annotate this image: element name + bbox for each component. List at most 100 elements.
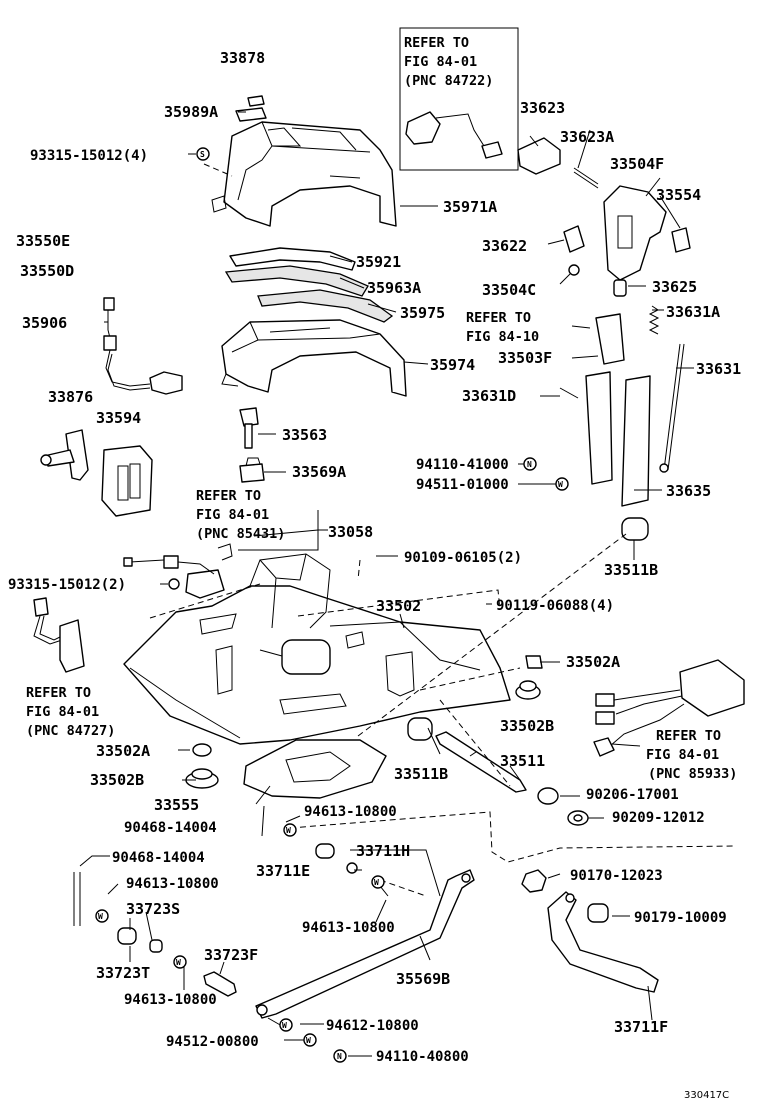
label-94110-41000: 94110-41000 (416, 457, 509, 473)
refer-85431-line1: REFER TO (196, 488, 261, 504)
part-33503F-drawing (595, 313, 625, 365)
label-90179-10009: 90179-10009 (634, 910, 727, 926)
part-33878-drawing (247, 95, 265, 107)
label-33711F: 33711F (614, 1018, 668, 1036)
part-90209-12012-drawing (567, 810, 589, 826)
label-35975: 35975 (400, 304, 445, 322)
part-35971A-drawing (211, 121, 397, 227)
part-33623-drawing (517, 137, 561, 175)
label-90209-12012: 90209-12012 (612, 810, 705, 826)
part-90179-10009-drawing (587, 903, 609, 923)
label-90170-12023: 90170-12023 (570, 868, 663, 884)
label-90468-14004-a: 90468-14004 (124, 820, 217, 836)
label-35963A: 35963A (367, 279, 421, 297)
label-94512-00800: 94512-00800 (166, 1034, 259, 1050)
symbol-w: W (98, 912, 103, 921)
part-33622-drawing (563, 225, 585, 253)
label-33711E: 33711E (256, 862, 310, 880)
symbol-marks: S N W W W W W W W N (95, 147, 569, 1063)
part-33594-drawing (101, 445, 153, 517)
refer-85933-line2: FIG 84-01 (646, 747, 719, 763)
symbol-w: W (176, 958, 181, 967)
label-33554: 33554 (656, 186, 701, 204)
label-33594: 33594 (96, 409, 141, 427)
refer-84722-line3: (PNC 84722) (404, 73, 493, 89)
label-33723S: 33723S (126, 900, 180, 918)
label-33511B-bottom: 33511B (394, 765, 448, 783)
label-94613-10800-a: 94613-10800 (304, 804, 397, 820)
part-93315-15012-2-drawing (168, 578, 180, 590)
refer-85431-line3: (PNC 85431) (196, 526, 285, 542)
part-33711H-drawing (315, 843, 335, 859)
part-33058-drawing (123, 543, 233, 599)
symbol-n: N (527, 460, 532, 469)
refer-84722-line2: FIG 84-01 (404, 54, 477, 70)
label-33058: 33058 (328, 523, 373, 541)
label-33502B-left: 33502B (90, 771, 144, 789)
label-33711H: 33711H (356, 842, 410, 860)
refer-box-84722 (399, 27, 519, 171)
symbol-n: N (337, 1052, 342, 1061)
label-90119-06088-4: 90119-06088(4) (496, 598, 614, 614)
label-33631A: 33631A (666, 303, 720, 321)
label-94612-10800: 94612-10800 (326, 1018, 419, 1034)
symbol-w: W (306, 1036, 311, 1045)
label-33623: 33623 (520, 99, 565, 117)
label-33504C: 33504C (482, 281, 536, 299)
part-33511-drawing (435, 731, 527, 793)
label-33625: 33625 (652, 278, 697, 296)
part-33631A-drawing (648, 305, 660, 335)
part-35963A-drawing (224, 265, 369, 297)
part-33504C-drawing (568, 264, 580, 276)
label-33502: 33502 (376, 597, 421, 615)
refer-84727-line2: FIG 84-01 (26, 704, 99, 720)
label-94613-10800-d: 94613-10800 (124, 992, 217, 1008)
label-35971A: 35971A (443, 198, 497, 216)
symbol-w: W (374, 878, 379, 887)
label-33631D: 33631D (462, 387, 516, 405)
label-94110-40800: 94110-40800 (376, 1049, 469, 1065)
label-33550E: 33550E (16, 232, 70, 250)
part-35989A-drawing (235, 107, 267, 122)
label-93315-15012-2: 93315-15012(2) (8, 577, 126, 593)
refer-84-10-line1: REFER TO (466, 310, 531, 326)
refer-85933-line1: REFER TO (656, 728, 721, 744)
part-33502A-left-drawing (192, 743, 212, 757)
label-35974: 35974 (430, 356, 475, 374)
part-refer-84722-drawing (405, 111, 503, 159)
part-33723S-drawing (149, 939, 163, 953)
label-33504F: 33504F (610, 155, 664, 173)
label-33502B-right: 33502B (500, 717, 554, 735)
part-90468-14004-a-drawing (261, 805, 265, 837)
label-33502A-left: 33502A (96, 742, 150, 760)
refer-84727-line1: REFER TO (26, 685, 91, 701)
symbol-s: S (200, 150, 205, 159)
part-33631-drawing (659, 343, 685, 473)
label-33503F: 33503F (498, 349, 552, 367)
symbol-w: W (558, 480, 563, 489)
part-33504F-drawing (603, 185, 667, 281)
symbol-w: W (286, 826, 291, 835)
part-33876-drawing (40, 429, 89, 481)
label-33502A-right: 33502A (566, 653, 620, 671)
part-33511B-bottom-drawing (407, 717, 433, 741)
label-33623A: 33623A (560, 128, 614, 146)
part-33625-drawing (613, 279, 627, 297)
label-33563: 33563 (282, 426, 327, 444)
label-33511: 33511 (500, 752, 545, 770)
label-35921: 35921 (356, 253, 401, 271)
refer-84-10-line2: FIG 84-10 (466, 329, 539, 345)
label-90206-17001: 90206-17001 (586, 787, 679, 803)
part-35569B-drawing (255, 869, 475, 1019)
label-35906: 35906 (22, 314, 67, 332)
symbol-w: W (282, 1021, 287, 1030)
part-35974-drawing (221, 319, 407, 397)
label-33550D: 33550D (20, 262, 74, 280)
label-33569A: 33569A (292, 463, 346, 481)
part-33723F-drawing (203, 971, 237, 997)
part-33502A-right-drawing (525, 655, 543, 669)
part-33711F-drawing (547, 891, 659, 993)
part-33569A-drawing (239, 457, 265, 483)
part-33554-drawing (671, 227, 691, 253)
